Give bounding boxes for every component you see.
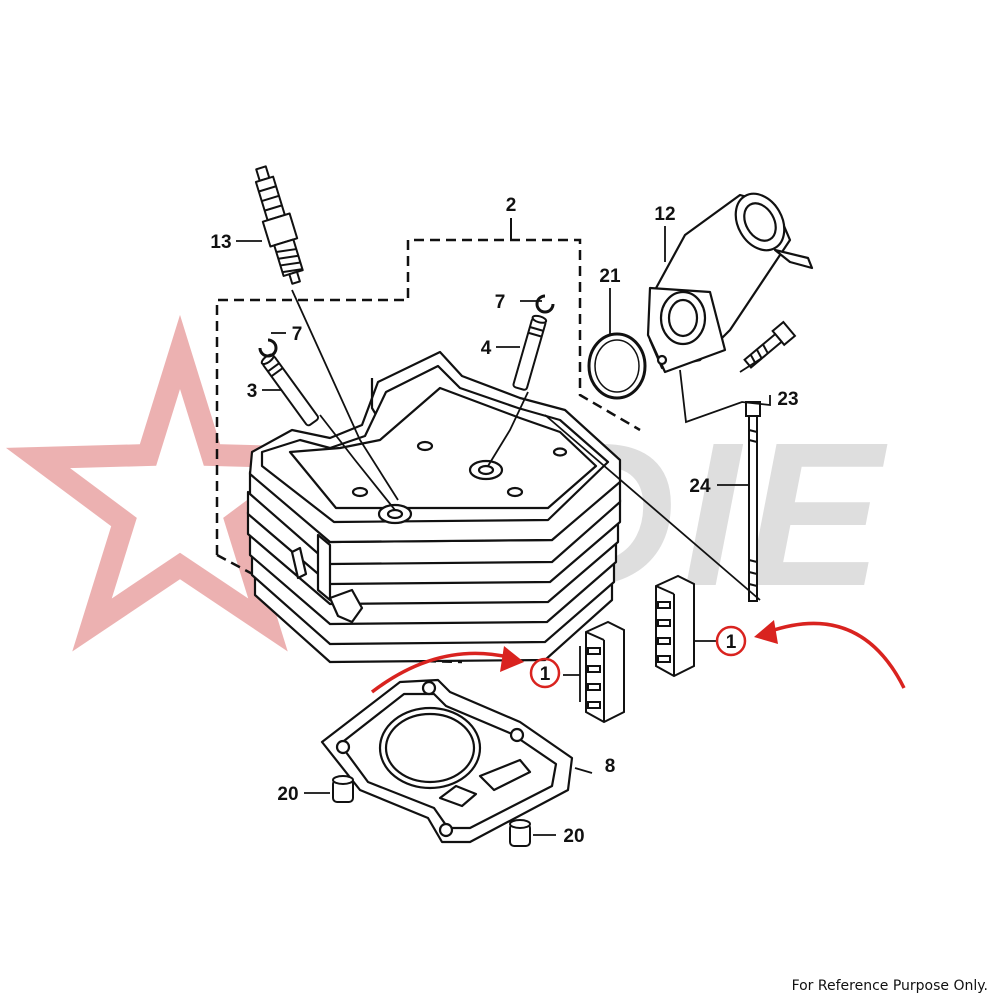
reference-note: For Reference Purpose Only. <box>791 978 988 994</box>
intake-insulator <box>646 192 814 374</box>
red-arrow-right-icon <box>767 621 906 689</box>
callout-13: 13 <box>210 232 231 253</box>
highlight-circle-left <box>529 657 561 689</box>
callout-24: 24 <box>689 476 711 497</box>
callout-7-right: 7 <box>495 292 506 313</box>
red-arrow-left-icon <box>370 651 513 694</box>
callout-20-right: 20 <box>563 826 584 847</box>
o-ring-21 <box>587 332 647 400</box>
cylinder-head <box>246 350 622 664</box>
stud-bolt-24 <box>745 401 761 602</box>
callout-12: 12 <box>654 204 675 225</box>
callout-20-left: 20 <box>277 784 298 805</box>
callout-3: 3 <box>247 381 258 402</box>
dowel-pin-20-left <box>332 775 354 803</box>
callout-1-left: 1 <box>540 664 551 685</box>
callout-23: 23 <box>777 389 798 410</box>
callout-8: 8 <box>605 756 616 777</box>
callout-21: 21 <box>599 266 621 287</box>
callout-2: 2 <box>506 195 517 216</box>
clip-7-right-icon <box>535 294 555 314</box>
highlight-annotations: 1 1 <box>370 620 906 694</box>
callout-4: 4 <box>481 338 492 359</box>
valve-guide-4 <box>512 314 548 391</box>
callout-1-right: 1 <box>726 632 737 653</box>
head-gasket <box>320 678 574 844</box>
clip-7-left-icon <box>258 338 278 358</box>
dowel-pin-20-right <box>509 819 531 847</box>
spark-plug <box>254 165 304 285</box>
bolt-23 <box>743 320 797 369</box>
guide-block-1-left <box>585 620 625 724</box>
callout-7-left: 7 <box>292 324 303 345</box>
leader-lines <box>236 226 771 836</box>
guide-block-1-right <box>655 574 695 678</box>
highlight-circle-right <box>715 625 747 657</box>
